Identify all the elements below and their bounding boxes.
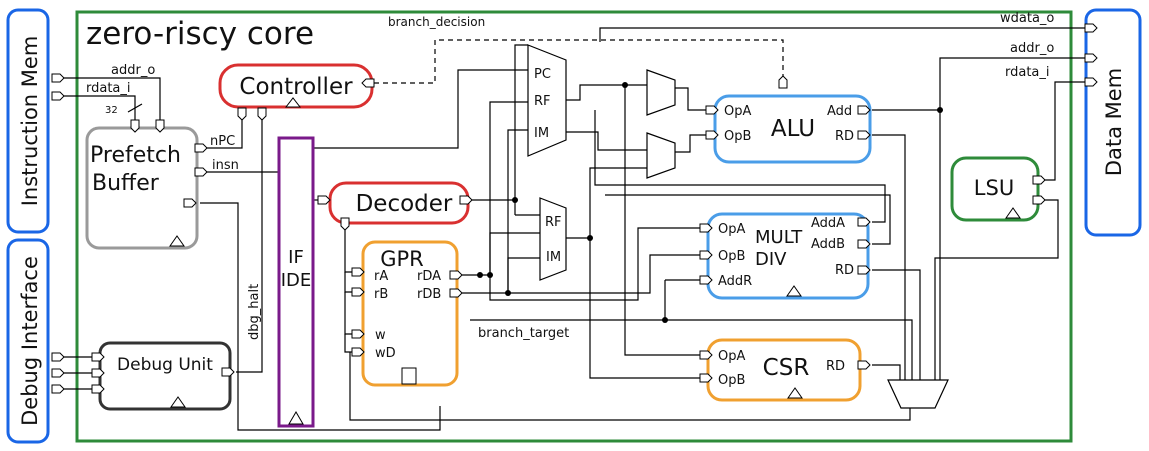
alu-block: ALU OpA OpB Add RD	[713, 94, 872, 164]
csr-port-opa: OpA	[718, 349, 745, 364]
gpr-port-wd: wD	[375, 346, 396, 361]
label-wdata-o: wdata_o	[1000, 11, 1054, 26]
label-branch-target: branch_target	[478, 326, 569, 341]
prefetch-label-2: Buffer	[92, 171, 160, 196]
prefetch-label-1: Prefetch	[90, 143, 181, 168]
junctions	[477, 82, 943, 323]
label-addr-o-dmem: addr_o	[1010, 41, 1054, 56]
alu-label: ALU	[771, 116, 815, 142]
lsu-block: LSU	[950, 156, 1040, 222]
label-rdata-i-dmem: rdata_i	[1005, 65, 1050, 80]
writeback-mux	[887, 379, 949, 409]
mux-b-rf: RF	[545, 215, 562, 230]
port-markers	[51, 23, 1098, 394]
csr-port-rd: RD	[826, 359, 845, 374]
alu-port-opb: OpB	[724, 129, 751, 144]
decoder-block: Decoder	[328, 181, 470, 225]
alu-mux-a	[646, 69, 676, 116]
if-label-2: IDE	[281, 270, 312, 291]
alu-port-add: Add	[827, 104, 852, 119]
if-label-1: IF	[288, 247, 304, 268]
core-title: zero-riscy core	[86, 16, 314, 52]
gpr-port-rdb: rDB	[417, 287, 441, 302]
mult-port-addr: AddR	[718, 274, 752, 289]
alu-port-opa: OpA	[724, 104, 751, 119]
debug-unit-label: Debug Unit	[117, 355, 213, 375]
label-rdata-i-imem: rdata_i	[86, 81, 131, 96]
data-mem-block	[1084, 8, 1142, 237]
label-addr-o-imem: addr_o	[111, 63, 155, 78]
controller-block: Controller	[218, 63, 374, 109]
if-ide-register: IF IDE	[277, 136, 315, 428]
mult-label-2: DIV	[755, 249, 787, 270]
label-npc: nPC	[210, 134, 235, 149]
csr-port-opb: OpB	[718, 373, 745, 388]
debug-interface-label: Debug Interface	[18, 256, 42, 426]
debug-unit-block: Debug Unit	[98, 341, 232, 411]
operand-mux-a: PC RF IM	[527, 44, 567, 157]
alu-mux-b	[646, 132, 676, 179]
label-branch-decision: branch_decision	[388, 15, 485, 29]
mux-b-im: IM	[546, 250, 561, 265]
mux-a-im: IM	[534, 126, 549, 141]
mult-port-opa: OpA	[718, 222, 745, 237]
csr-block: CSR OpA OpB RD	[706, 338, 862, 402]
controller-label: Controller	[239, 74, 353, 100]
mult-port-rd: RD	[835, 263, 854, 278]
gpr-port-w: w	[375, 328, 386, 343]
label-dbg-halt: dbg_halt	[247, 284, 262, 340]
lsu-label: LSU	[974, 176, 1014, 200]
instruction-mem-label: Instruction Mem	[18, 36, 42, 207]
csr-label: CSR	[763, 355, 810, 381]
mult-port-addb: AddB	[811, 237, 845, 252]
data-mem-label: Data Mem	[1102, 68, 1126, 176]
core-boundary	[75, 10, 1073, 443]
operand-mux-b: RF IM	[539, 197, 567, 281]
mux-a-rf: RF	[534, 94, 551, 109]
mult-label-1: MULT	[755, 227, 803, 248]
debug-interface-block	[6, 238, 50, 444]
mult-port-adda: AddA	[811, 216, 845, 231]
wires	[62, 27, 1085, 431]
alu-port-rd: RD	[835, 129, 854, 144]
mult-port-opb: OpB	[718, 249, 745, 264]
decoder-label: Decoder	[356, 191, 453, 217]
label-bus-width: 32	[105, 105, 118, 116]
gpr-port-rb: rB	[374, 287, 388, 302]
prefetch-buffer-block: Prefetch Buffer	[85, 126, 199, 250]
signal-labels: addr_o rdata_i 32 nPC insn branch_decisi…	[86, 11, 1054, 341]
label-insn: insn	[212, 158, 239, 173]
instruction-mem-block	[6, 8, 50, 234]
gpr-label: GPR	[380, 247, 424, 271]
gpr-block: GPR rA rB rDA rDB w wD	[361, 240, 459, 387]
gpr-port-ra: rA	[374, 269, 388, 284]
mult-div-block: MULT DIV OpA OpB AddR AddA AddB RD	[706, 212, 870, 300]
gpr-port-rda: rDA	[417, 269, 441, 284]
mux-a-pc: PC	[534, 67, 551, 82]
